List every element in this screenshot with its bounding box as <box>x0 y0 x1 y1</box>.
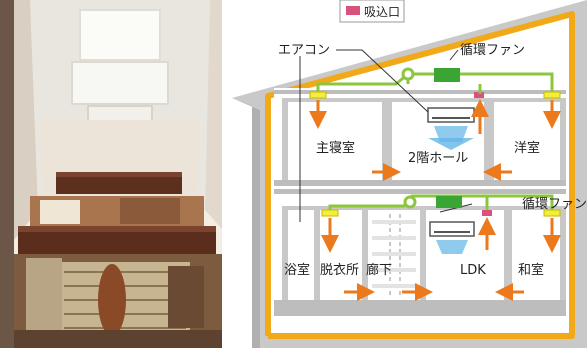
room-western: 洋室 <box>514 140 540 156</box>
vent-japanese-room <box>543 209 561 217</box>
aircon-lower <box>429 221 475 237</box>
vent-western-room <box>543 91 561 99</box>
circulation-fan-bottom <box>436 196 462 208</box>
circulation-fan-top <box>434 68 460 82</box>
upper-duct <box>316 67 554 94</box>
room-japanese: 和室 <box>518 262 544 278</box>
room-dressing: 脱衣所 <box>320 262 359 278</box>
cool-air-lower <box>436 240 468 254</box>
aircon-upper <box>427 107 475 123</box>
room-master-bedroom: 主寝室 <box>316 140 355 156</box>
airflow-upper <box>309 99 561 181</box>
wood-beam <box>18 172 216 254</box>
intake-swatch <box>346 6 360 15</box>
room-corridor: 廊下 <box>366 262 392 278</box>
vent-dressing-room <box>321 209 339 217</box>
fan-label-bottom: 循環ファン <box>522 197 587 212</box>
living-room-floor <box>14 254 232 348</box>
intake-upper <box>474 92 484 98</box>
upper-floor-walls <box>282 98 566 180</box>
lower-duct <box>328 194 554 214</box>
room-ldk: LDK <box>460 263 486 278</box>
insulation-outline <box>265 11 575 339</box>
airflow-lower <box>321 217 561 301</box>
intake-lower <box>482 210 492 216</box>
room-2f-hall: 2階ホール <box>408 151 468 166</box>
ventilation-diagram: 吸込口 エアコン 循環ファン 主寝室 2階ホール 洋室 <box>222 0 587 348</box>
fan-label-top: 循環ファン <box>460 43 525 58</box>
lower-floor-walls <box>282 206 566 300</box>
aircon-label-top: エアコン <box>278 43 330 58</box>
vent-master-bedroom <box>309 91 327 99</box>
legend: 吸込口 <box>339 0 405 23</box>
intake-legend-label: 吸込口 <box>364 5 400 19</box>
cool-air-upper <box>428 126 474 150</box>
room-bathroom: 浴室 <box>284 262 310 278</box>
atrium-photo <box>0 0 232 348</box>
